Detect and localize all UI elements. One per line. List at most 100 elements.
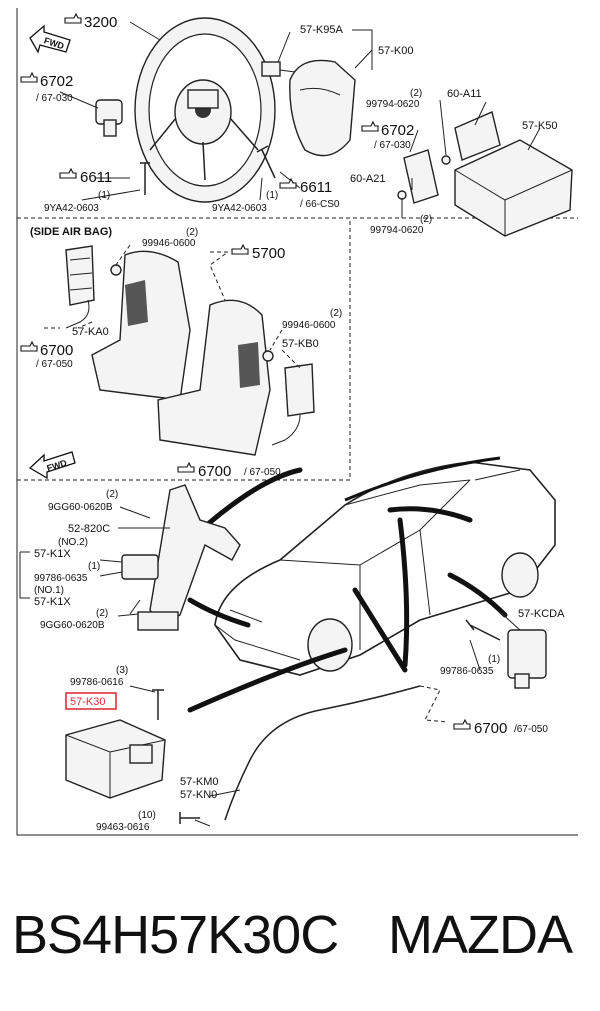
page-reference-hand-icon (20, 341, 38, 352)
pointer-line-4 (397, 517, 410, 668)
steering-bolt-mid (256, 145, 276, 179)
qty-99946-top: (2) (186, 227, 198, 238)
airbag-parts-diagram: FWD 3200 57-K9 (16, 8, 578, 836)
label-no1: (NO.1) (34, 585, 64, 596)
ref-6700-right: 6700 (474, 720, 507, 737)
sub-67-050-left: / 67-050 (36, 359, 73, 370)
qty-9gg60-top: (2) (106, 489, 118, 500)
sub-67-050-right: /67-050 (514, 724, 548, 735)
side-airbag-module-right (284, 363, 315, 417)
car-outline (214, 461, 556, 676)
qty-99786-c: (3) (116, 665, 128, 676)
page-reference-hand-icon (59, 168, 77, 179)
label-57-kcda: 57-KCDA (518, 608, 565, 620)
bolt-99786-a: 99786-0635 (34, 573, 88, 584)
page-reference-hand-icon (361, 121, 379, 132)
passenger-airbag-bracket-lower (403, 149, 439, 204)
front-seat-forward (157, 299, 271, 456)
label-57-k95a: 57-K95A (300, 24, 343, 36)
label-60-a21: 60-A21 (350, 173, 385, 185)
pointer-line-5 (447, 572, 508, 618)
bolt-99794-top: 99794-0620 (366, 99, 420, 110)
front-seat-rear (91, 250, 191, 401)
bolt-9ya42-left: 9YA42-0603 (44, 203, 99, 214)
control-unit-bolt (152, 689, 164, 720)
pointer-line-3 (352, 587, 408, 673)
label-57-km0: 57-KM0 (180, 776, 219, 788)
passenger-airbag-module (454, 139, 573, 237)
bolt-99463: 99463-0616 (96, 822, 150, 833)
ref-5700: 5700 (252, 245, 285, 262)
pointer-line-7 (387, 506, 473, 523)
bolt-9ya42-mid: 9YA42-0603 (212, 203, 267, 214)
qty-99794-top: (2) (410, 88, 422, 99)
nut-99946-top: 99946-0600 (142, 238, 196, 249)
brand-caption: MAZDA (388, 905, 573, 965)
airbag-control-unit (65, 719, 166, 799)
outer-frame (16, 8, 578, 836)
ref-3200: 3200 (84, 14, 117, 31)
label-no2: (NO.2) (58, 537, 88, 548)
bolt-99786-c: 99786-0616 (70, 677, 124, 688)
side-airbag-harness-left (65, 299, 90, 329)
clock-spring (95, 99, 123, 137)
page-reference-hand-icon (279, 178, 297, 189)
caption-bar: BS4H57K30C MAZDA (0, 890, 600, 980)
label-57-k30: 57-K30 (70, 696, 105, 708)
label-57-k00: 57-K00 (378, 45, 413, 57)
pointer-line-2 (187, 597, 251, 628)
side-air-bag-heading: (SIDE AIR BAG) (30, 226, 112, 238)
passenger-airbag-bracket-upper (454, 111, 501, 161)
label-57-kb0: 57-KB0 (282, 338, 319, 350)
label-57-k50: 57-K50 (522, 120, 557, 132)
qty-99946-bot: (2) (330, 308, 342, 319)
fwd-arrow-top: FWD (29, 24, 71, 54)
sub-67-050-mid: / 67-050 (244, 467, 281, 478)
part-number-caption: BS4H57K30C (12, 905, 339, 965)
qty-99786-b: (1) (488, 654, 500, 665)
bolt-9gg60-bot: 9GG60-0620B (40, 620, 105, 631)
horn-connector (261, 61, 296, 77)
page-reference-hand-icon (231, 244, 249, 255)
bolt-99786-b: 99786-0635 (440, 666, 494, 677)
driver-airbag-module (289, 59, 356, 157)
qty-mid-bolt: (1) (266, 190, 278, 201)
nut-99946-bot: 99946-0600 (282, 320, 336, 331)
kcda-sensor (507, 629, 547, 689)
qty-99463: (10) (138, 810, 156, 821)
page-reference-hand-icon (177, 462, 195, 473)
passenger-bracket-bolts (397, 155, 451, 200)
steering-wheel (134, 17, 276, 203)
label-57-kn0: 57-KN0 (180, 789, 217, 801)
ref-6611-left: 6611 (80, 169, 112, 186)
k30-highlight-box (65, 692, 117, 710)
kcda-bolt (465, 619, 501, 641)
qty-99786-a: (1) (88, 561, 100, 572)
qty-99794-bot: (2) (420, 214, 432, 225)
label-57-k1x-bot: 57-K1X (34, 596, 71, 608)
ref-6700-mid: 6700 (198, 463, 231, 480)
sub-66-cs0: / 66-CS0 (300, 199, 340, 210)
crash-sensor-bracket (137, 484, 241, 631)
qty-9gg60-bot: (2) (96, 608, 108, 619)
ref-6702-left: 6702 (40, 73, 73, 90)
ref-6611-mid: 6611 (300, 179, 332, 196)
ref-6702-right: 6702 (381, 122, 414, 139)
wiring-harness (224, 685, 421, 821)
page-reference-hand-icon (64, 13, 82, 24)
page-reference-hand-icon (453, 719, 471, 730)
sub-67-030-left: / 67-030 (36, 93, 73, 104)
bolt-9gg60-top: 9GG60-0620B (48, 502, 113, 513)
label-57-k1x-top: 57-K1X (34, 548, 71, 560)
label-60-a11: 60-A11 (447, 88, 482, 100)
bottom-bolt (179, 812, 200, 824)
front-crash-sensor-no2 (121, 554, 159, 580)
qty-left-bolt: (1) (98, 190, 110, 201)
pointer-line-6 (187, 647, 348, 713)
bolt-99794-bot: 99794-0620 (370, 225, 424, 236)
side-airbag-harness-right (271, 414, 301, 446)
curtain-airbag-line (344, 456, 501, 502)
fwd-arrow-mid (28, 451, 76, 480)
label-52-820c: 52-820C (68, 523, 110, 535)
section-divider-side-airbag (17, 218, 351, 481)
